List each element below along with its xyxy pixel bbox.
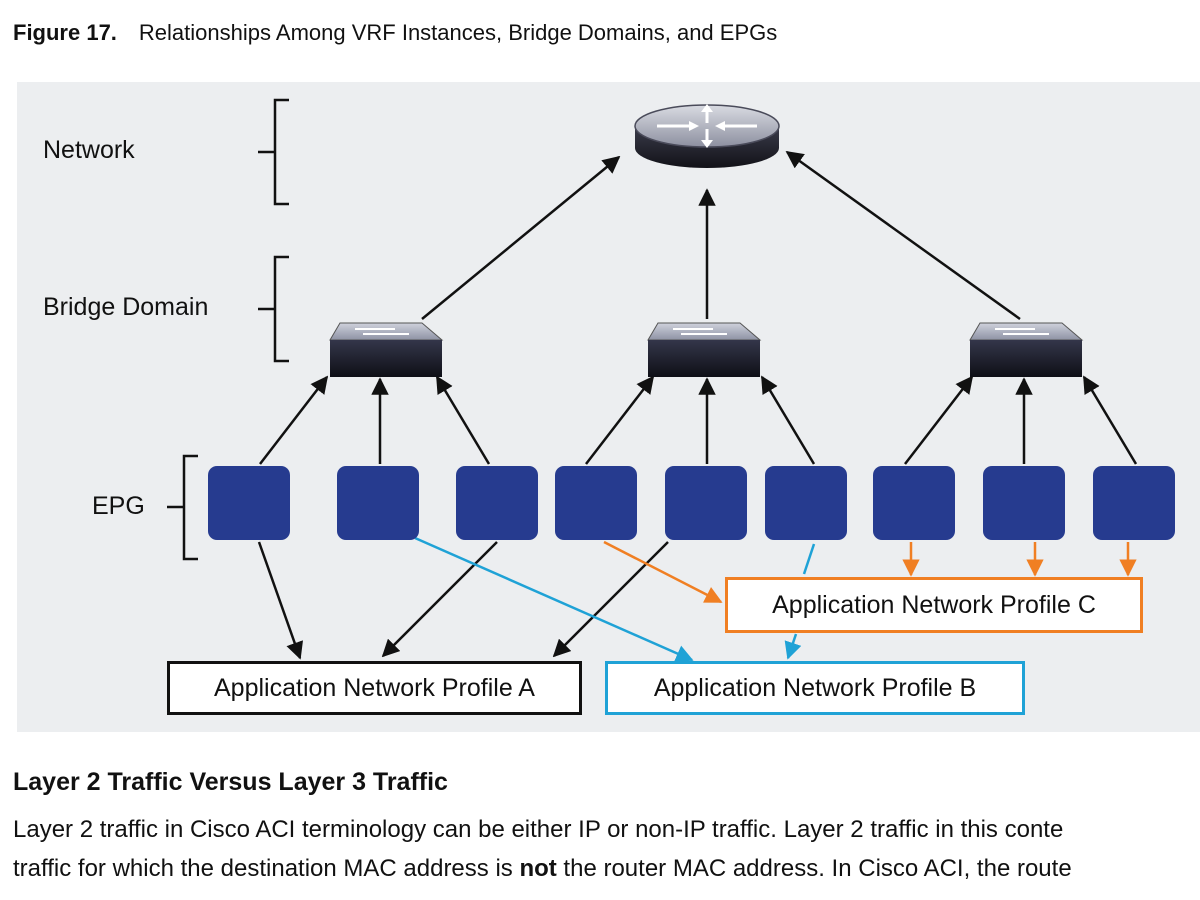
section-heading: Layer 2 Traffic Versus Layer 3 Traffic (13, 768, 448, 796)
arrow-bd3-router (785, 150, 1021, 321)
tier-label-bridge-domain: Bridge Domain (43, 293, 209, 321)
tier-label-epg: EPG (92, 492, 145, 520)
emphasis-not: not (519, 855, 557, 882)
epg-square-icon (337, 466, 419, 540)
epg-bracket (167, 454, 198, 561)
application-network-profile-b: Application Network Profile B (605, 661, 1025, 715)
epg-square-icon (665, 466, 747, 540)
switch-icon (647, 322, 762, 377)
epg-square-icon (208, 466, 290, 540)
profile-b-label: Application Network Profile B (653, 673, 977, 702)
network-bracket (258, 98, 289, 206)
epg-square-icon (873, 466, 955, 540)
epg-to-bridge-domain-arrows (259, 375, 1138, 465)
tier-label-network: Network (43, 136, 135, 164)
router-icon (634, 104, 780, 168)
application-network-profile-a: Application Network Profile A (167, 661, 582, 715)
figure-title: Relationships Among VRF Instances, Bridg… (138, 20, 778, 45)
paragraph-text: the router MAC address. In Cisco ACI, th… (556, 855, 1072, 882)
paragraph-line-2: traffic for which the destination MAC ad… (13, 855, 1072, 883)
figure-number: Figure 17. (13, 20, 117, 45)
epg-square-icon (765, 466, 847, 540)
profile-c-label: Application Network Profile C (772, 590, 1096, 619)
epg-to-profile-b-arrows (414, 536, 816, 662)
switch-icon (329, 322, 444, 377)
arrow-bd1-router (421, 155, 621, 320)
application-network-profile-c: Application Network Profile C (725, 577, 1143, 633)
epg-square-icon (555, 466, 637, 540)
figure-caption: Figure 17. Relationships Among VRF Instan… (13, 20, 777, 46)
diagram-canvas (167, 98, 1175, 662)
epg-square-icon (983, 466, 1065, 540)
epg-to-profile-a-arrows (257, 541, 669, 660)
epg-square-icon (456, 466, 538, 540)
epg-square-icon (1093, 466, 1175, 540)
paragraph-line-1: Layer 2 traffic in Cisco ACI terminology… (13, 816, 1064, 843)
switch-icon (969, 322, 1084, 377)
bridge-domain-bracket (258, 255, 289, 363)
vrf-bd-epg-diagram: Network Bridge Domain EPG Application Ne… (17, 82, 1200, 732)
profile-a-label: Application Network Profile A (214, 673, 535, 702)
paragraph-text: traffic for which the destination MAC ad… (13, 855, 520, 882)
epg-to-profile-c-arrows (603, 540, 1137, 604)
